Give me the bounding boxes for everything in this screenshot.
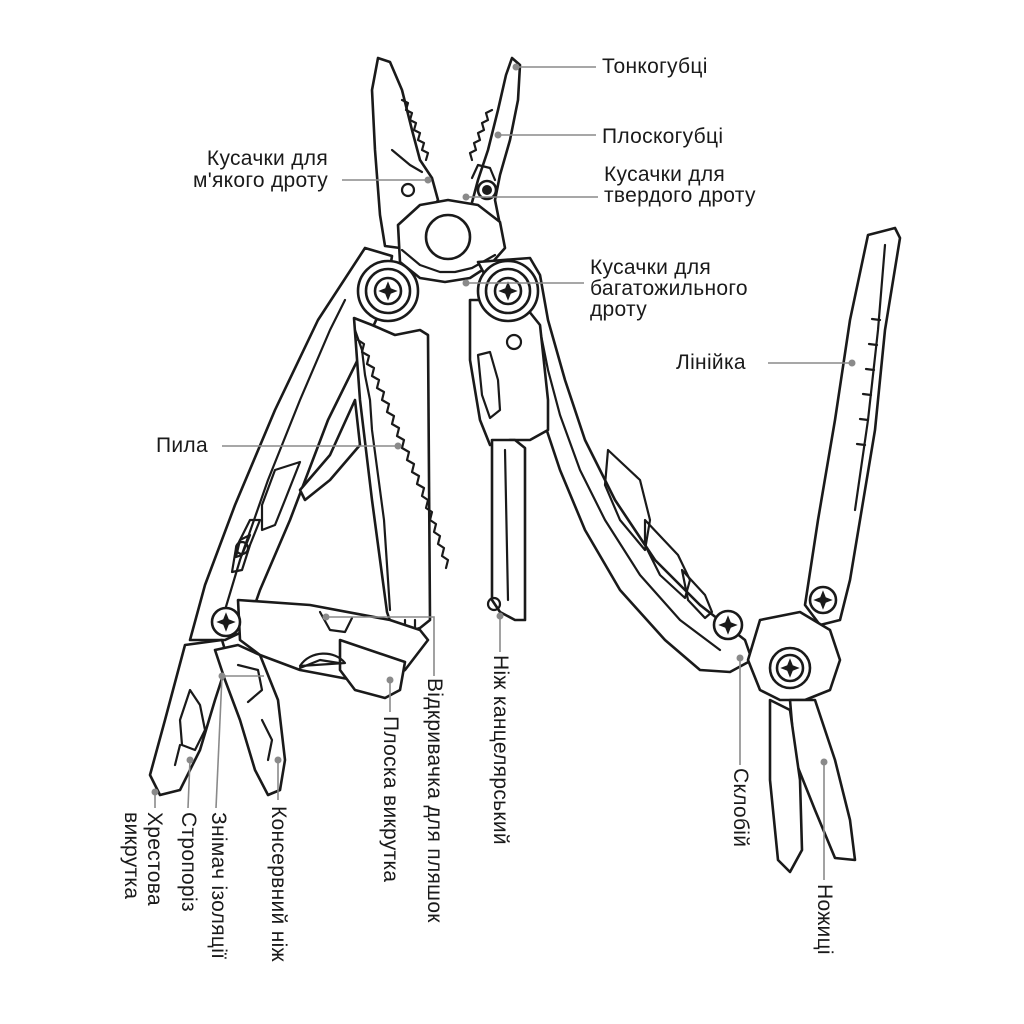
- label-strand-wire-cutter-line2: багатожильного: [590, 277, 748, 300]
- label-scissors: Ножиці: [813, 884, 836, 955]
- label-flat-nose-pliers: Плоскогубці: [602, 125, 724, 148]
- right-handle: [476, 256, 754, 674]
- label-phillips-screwdriver-line2: викрутка: [120, 812, 143, 900]
- label-hard-wire-cutter-line2: твердого дроту: [604, 184, 756, 207]
- label-wire-stripper: Знімач ізоляції: [207, 812, 230, 960]
- torx-screw-icon: [775, 653, 805, 683]
- label-bottle-opener: Відкривачка для пляшок: [423, 678, 446, 923]
- label-saw: Пила: [156, 434, 208, 457]
- torx-screw-icon: [210, 606, 242, 638]
- torx-screw-icon: [808, 585, 838, 615]
- scissors: [746, 610, 857, 874]
- label-soft-wire-cutter-line2: м'якого дроту: [192, 169, 328, 192]
- label-glass-breaker: Склобій: [729, 768, 752, 848]
- bottom-left-tools: [148, 598, 430, 797]
- screws: [210, 276, 838, 683]
- torx-screw-icon: [373, 276, 403, 306]
- torx-screw-icon: [493, 276, 523, 306]
- saw-blade: [352, 316, 450, 638]
- label-sling-cutter: Стропоріз: [177, 812, 200, 912]
- leader-lines: [151, 63, 856, 880]
- utility-knife: [468, 298, 550, 622]
- torx-screw-icon: [712, 609, 744, 641]
- label-can-opener: Консервний ніж: [267, 806, 290, 962]
- ruler: [803, 226, 902, 627]
- label-ruler: Лінійка: [676, 351, 746, 374]
- label-phillips-screwdriver-line1: Хрестова: [143, 812, 166, 906]
- label-needle-nose-pliers: Тонкогубці: [602, 55, 708, 78]
- label-strand-wire-cutter-line3: дроту: [590, 298, 648, 321]
- pliers-head: [370, 56, 522, 284]
- label-hard-wire-cutter-line1: Кусачки для: [604, 163, 726, 186]
- label-strand-wire-cutter-line1: Кусачки для: [590, 256, 712, 279]
- label-flat-screwdriver: Плоска викрутка: [379, 716, 402, 883]
- left-inner-blade: [298, 398, 362, 502]
- label-soft-wire-cutter-line1: Кусачки для: [206, 147, 328, 170]
- label-utility-knife: Ніж канцелярський: [489, 655, 512, 845]
